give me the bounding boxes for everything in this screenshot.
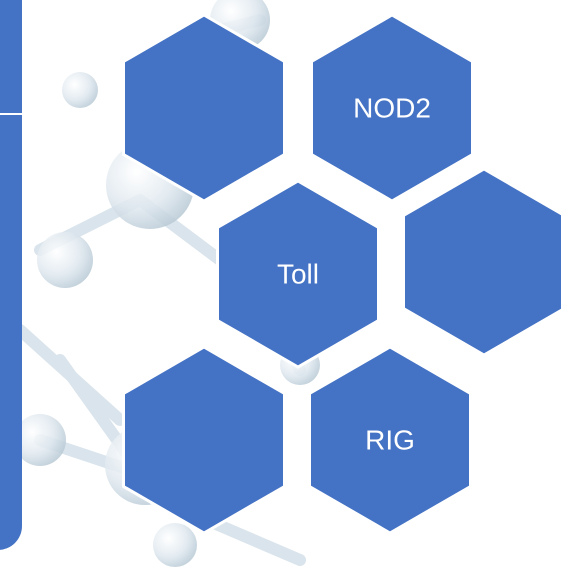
hexagon-shape: [402, 167, 561, 357]
hexagon-3: Toll: [216, 179, 380, 369]
hexagon-shape: [122, 345, 286, 535]
hexagon-2: NOD2: [310, 13, 474, 203]
hexagon-1: [122, 13, 286, 203]
hexagon-label: Toll: [277, 259, 319, 290]
hexagon-shape: [310, 13, 474, 203]
hexagon-label: RIG: [365, 425, 415, 456]
hexagon-label: NOD2: [353, 93, 431, 124]
hexagon-4: [402, 167, 561, 357]
hexagon-shape: [308, 345, 472, 535]
hexagon-shape: [216, 179, 380, 369]
side-panel: [0, 0, 22, 550]
hexagon-shape: [122, 13, 286, 203]
hexagon-6: RIG: [308, 345, 472, 535]
panel-divider: [0, 113, 22, 115]
hexagon-5: [122, 345, 286, 535]
